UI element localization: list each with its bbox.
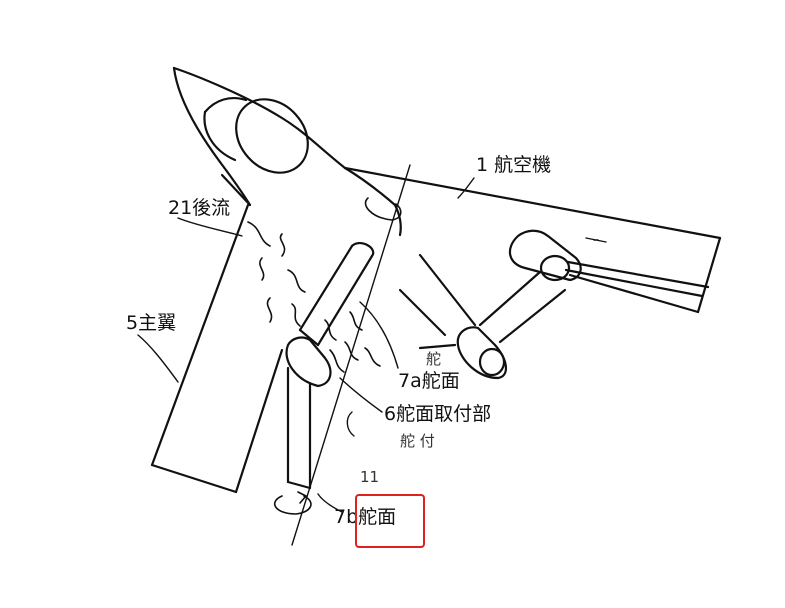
- rudder-mount: [285, 336, 332, 388]
- rotation-arrow-lower: [273, 491, 312, 515]
- label-rudder-7a: 7a舵面: [398, 370, 460, 392]
- label-aircraft: 1 航空機: [476, 154, 552, 176]
- rudder-7b: [286, 366, 312, 490]
- engine-nacelle: [456, 229, 582, 380]
- fuselage-body: [393, 203, 477, 350]
- rudder-7a: [298, 241, 375, 347]
- highlight-box: [355, 494, 425, 548]
- rotation-arrow-upper: [364, 197, 402, 221]
- label-rudder-7a-note: 舵: [426, 350, 442, 368]
- main-wing-right: [343, 166, 722, 314]
- label-mount-note: 舵 付: [400, 432, 435, 450]
- main-wing-left: [150, 173, 284, 494]
- label-main-wing: 5主翼: [126, 312, 177, 334]
- label-ref-11: 11: [360, 468, 380, 486]
- label-rudder-7b: 7b舵面: [334, 506, 397, 528]
- label-rudder-mount: 6舵面取付部: [384, 403, 492, 425]
- cockpit-window: [235, 98, 309, 174]
- wake-lines: [247, 221, 381, 373]
- leader-lines: [137, 177, 475, 513]
- fuselage-nose: [172, 66, 397, 207]
- label-wake: 21後流: [168, 197, 231, 219]
